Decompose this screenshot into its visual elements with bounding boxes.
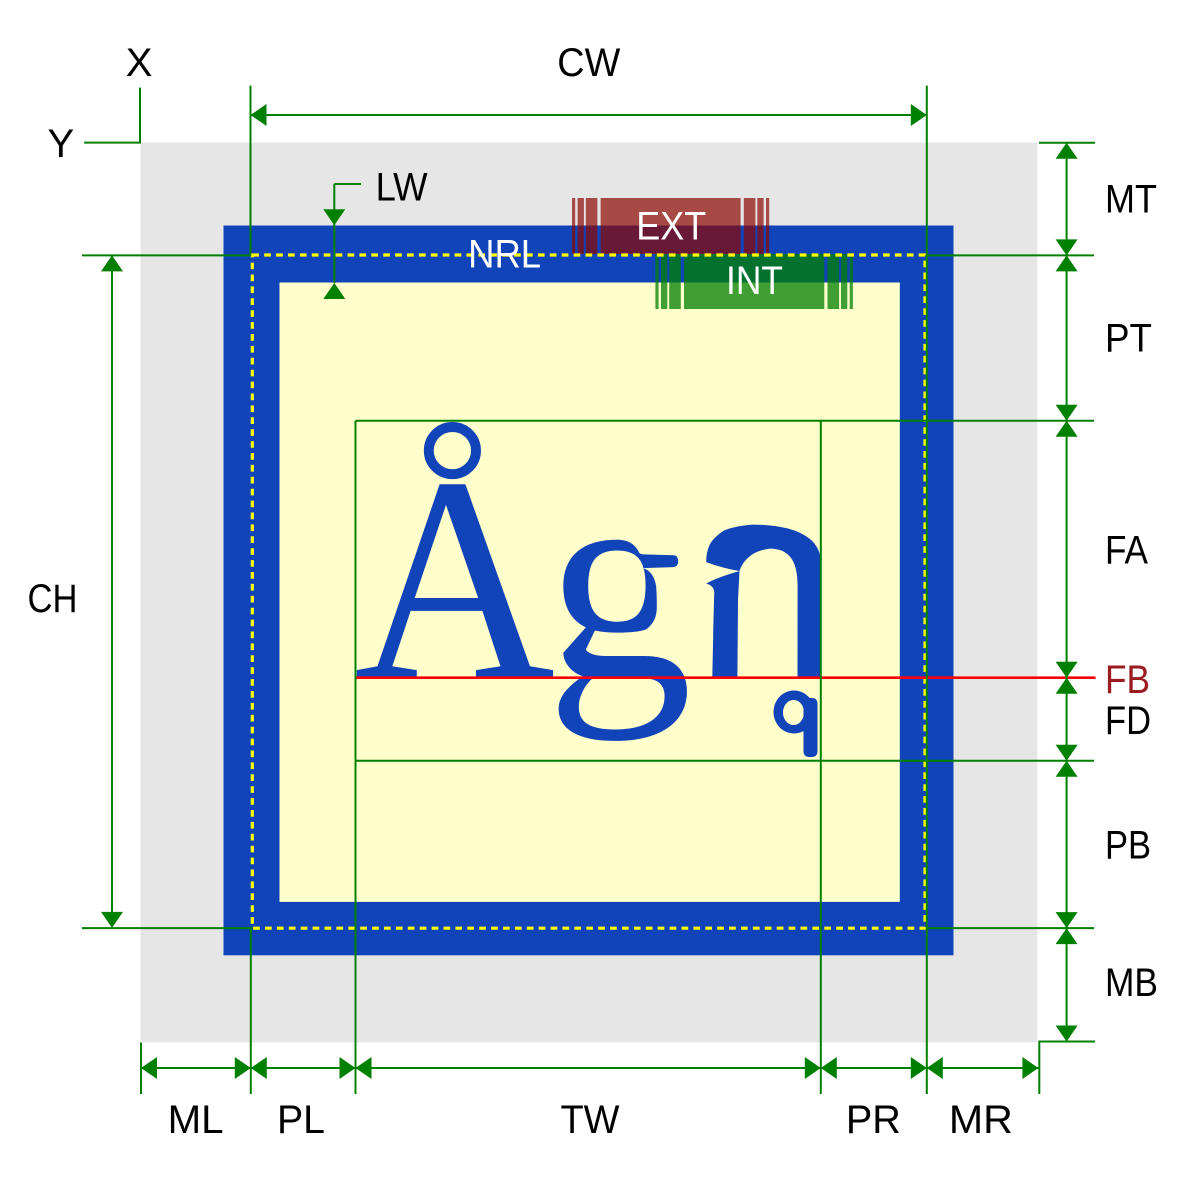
svg-text:Y: Y	[47, 122, 74, 166]
svg-text:TW: TW	[561, 1098, 620, 1142]
svg-text:PR: PR	[846, 1098, 901, 1142]
svg-text:PB: PB	[1105, 823, 1151, 867]
svg-text:PL: PL	[277, 1098, 325, 1142]
svg-text:MB: MB	[1105, 961, 1158, 1005]
svg-text:PT: PT	[1105, 317, 1152, 361]
svg-text:CH: CH	[28, 577, 78, 621]
svg-text:LW: LW	[376, 166, 428, 210]
svg-text:MR: MR	[949, 1098, 1013, 1142]
svg-text:NRL: NRL	[468, 233, 541, 277]
svg-text:FA: FA	[1105, 529, 1148, 573]
svg-text:X: X	[126, 41, 153, 85]
svg-text:FD: FD	[1105, 699, 1151, 743]
svg-text:EXT: EXT	[636, 205, 706, 249]
svg-text:FB: FB	[1105, 658, 1150, 702]
svg-text:CW: CW	[557, 41, 620, 85]
svg-text:ML: ML	[168, 1098, 224, 1142]
svg-text:INT: INT	[726, 259, 783, 303]
svg-text:MT: MT	[1105, 177, 1157, 221]
svg-text:A: A	[354, 416, 555, 741]
